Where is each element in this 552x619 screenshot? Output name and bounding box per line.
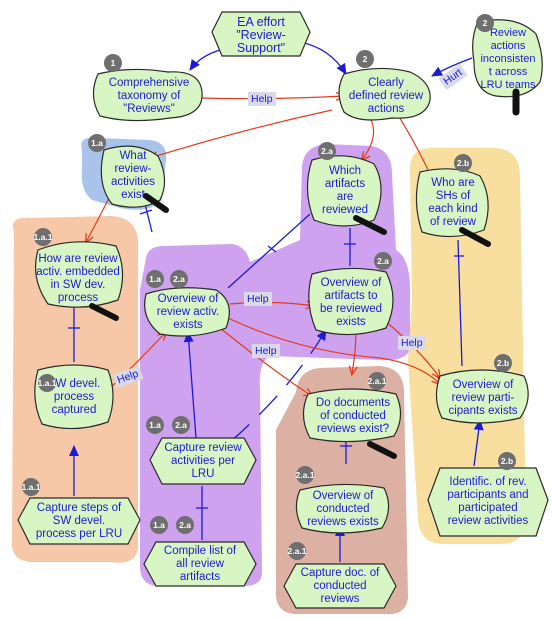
identific-badge: 2.b [498,452,516,470]
n1a1-badge: 1.a.1 [34,228,52,246]
conducted-label: Overview of conducted reviews exists [307,489,379,528]
tack-icon-3 [459,227,491,247]
shape-compile [143,541,257,587]
tack-icon-5 [367,441,397,459]
capture-label: Capture review activities per LRU [164,441,242,480]
n2b-label: Who are SHs of each kind of review [428,177,478,228]
identific-label: Identific. of rev. participants and part… [447,476,529,527]
compile-label: Compile list of all review artifacts [163,544,237,583]
n1a-label: What review- activities exist [110,150,156,201]
docs-label: Do documents of conducted reviews exist? [315,396,391,435]
shape-artifacts [308,267,394,336]
shape-identific [427,467,549,537]
shape-n2a [306,155,382,227]
shape-participants [435,369,529,424]
edge-n2-to-n1a [150,109,333,158]
n1a-badge: 1.a [88,134,106,152]
n2a-label: Which artifacts are reviewed [321,165,369,216]
compile-badge-1: 1.a [150,516,168,534]
shape-n2 [338,67,431,121]
edge-capture-to-artifacts [229,329,327,443]
edge-identific-to-participants [473,419,484,467]
label-help-3: Help [252,344,280,358]
label-help-1: Help [248,92,276,106]
n1-label: Comprehensive taxonomy of "Reviews" [108,76,190,115]
label-help-4: Help [398,336,426,350]
n1a1-label: How are review activ. embedded in SW dev… [36,253,120,304]
docs-badge: 2.a.1 [368,372,386,390]
participants-badge: 2.b [494,354,512,372]
steps-badge: 1.a.1 [22,478,40,496]
n2-badge: 2 [356,50,374,68]
n2a-badge: 2.a [318,142,336,160]
region-yellow [408,148,526,544]
compile-badge-2: 2.a [176,516,194,534]
tack-icon-2 [353,215,387,235]
steps-label: Capture steps of SW devel. process per L… [35,501,123,540]
shape-n1 [92,68,203,122]
edge-overview-to-n2a [227,213,311,289]
swdevel-badge: 1.a.1 [38,374,56,392]
edges [68,41,484,562]
capturedoc-label: Capture doc. of conducted reviews [300,566,380,605]
task-shapes [17,437,549,609]
shape-capturedoc [283,563,397,609]
edge-capture-to-overview [183,331,197,439]
n2top-badge: 2 [476,14,494,32]
conducted-badge: 2.a.1 [296,466,314,484]
capture-badge-2: 2.a [172,416,190,434]
shape-steps [17,497,141,545]
n2top-label: Review actions inconsisten t across LRU … [480,26,536,91]
edge-overview-help-participants [227,317,440,384]
goal-label: EA effort "Review- Support" [236,14,286,55]
shape-n2top [472,19,543,98]
participants-label: Overview of review parti- cipants exists [448,378,518,417]
n2-label: Clearly defined review actions [348,76,424,115]
overview-badge-1: 1.a [146,270,164,288]
tack-icon-4 [89,303,119,321]
label-help-2: Help [244,292,272,306]
capturedoc-badge: 2.a.1 [288,542,306,560]
tick-1 [139,209,153,215]
edge-participants-to-n2b [457,239,463,367]
edge-hurt [431,57,473,77]
goal-shape [211,11,311,57]
tick-2 [267,245,277,253]
artifacts-label: Overview of artifacts to be reviewed exi… [319,277,382,328]
shape-n1a [100,145,166,208]
edge-n2-to-n2a [362,117,375,160]
shape-conducted [295,483,390,534]
shape-docs [302,388,402,443]
shape-capture [149,437,257,485]
edge-overview-help-artifacts [229,302,314,306]
node-shapes [34,19,543,534]
shape-overview [144,287,230,337]
artifacts-badge: 2.a [374,252,392,270]
tack-icon-1 [143,193,169,213]
overview-label: Overview of review activ. exists [156,292,220,331]
overview-badge-2: 2.a [170,270,188,288]
edge-overview-to-docs [219,327,312,396]
shape-n1a1 [35,241,124,308]
n1-badge: 1 [104,54,122,72]
n2b-badge: 2.b [454,154,472,172]
capture-badge-1: 1.a [146,416,164,434]
marker-icons [89,88,520,459]
edge-goal-to-n1 [189,49,221,71]
